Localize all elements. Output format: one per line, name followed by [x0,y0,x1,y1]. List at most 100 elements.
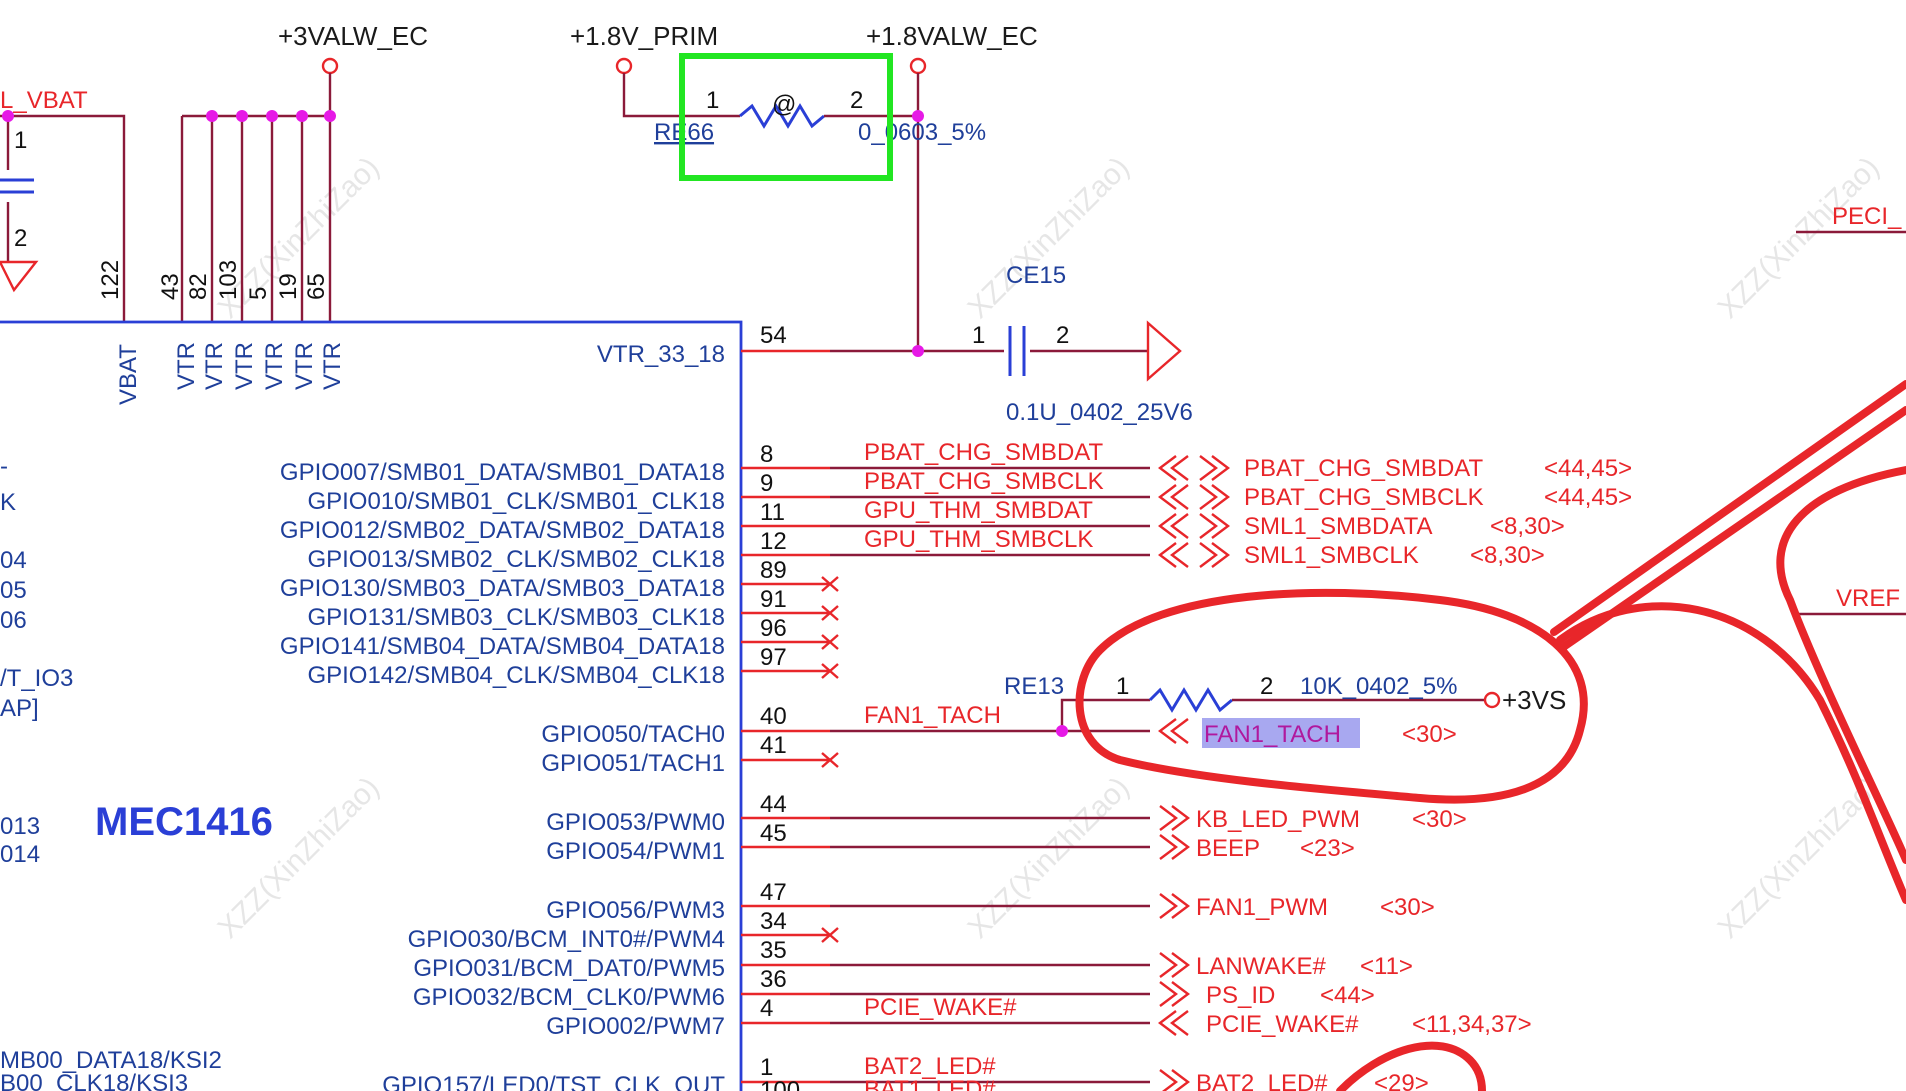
offpage-net: SML1_SMBDATA [1244,513,1433,540]
pin-name: GPIO030/BCM_INT0#/PWM4 [408,926,725,953]
truncated-pin-name: AP] [0,695,39,722]
power-label-3valw-ec: +3VALW_EC [278,21,428,51]
re66-block: 1 2 @ RE66 0_0603_5% [615,53,986,351]
re13-resistor-symbol [1148,687,1233,713]
nc-pin-stub [741,663,839,679]
pin-number: 5 [245,287,272,300]
re66-resistor-symbol [739,103,825,129]
net-label: GPU_THM_SMBDAT [864,497,1093,524]
power-label-3vs: +3VS [1502,685,1566,715]
pin-number: 41 [760,732,787,759]
net-label-vref: VREF [1836,585,1900,612]
offpage-connector-symbol [1158,484,1230,510]
ce15-capacitor-symbol [1008,326,1026,376]
pin-number: 103 [215,260,242,300]
partial-circle-annotation [1336,1041,1486,1091]
power-label-1v8valw-ec: +1.8VALW_EC [866,21,1038,51]
junction-dot [1056,725,1068,737]
re66-pin1: 1 [706,87,719,114]
ground-symbol [1146,320,1182,382]
pin-name: VTR [261,342,288,390]
re13-ref: RE13 [1004,673,1064,700]
offpage-connector-symbol [1159,893,1190,919]
pin-number: 122 [97,260,124,300]
vbat-net-label: L_VBAT [0,87,88,114]
net-label-peci: PECI_ [1832,203,1902,230]
top-pin-names: VBAT VTR VTR VTR VTR VTR VTR [115,342,346,405]
re13-pin2: 2 [1260,673,1273,700]
pin-name: GPIO013/SMB02_CLK/SMB02_CLK18 [307,546,725,573]
re66-pin2: 2 [850,87,863,114]
pin-number: 89 [760,557,787,584]
offpage-connector-symbol [1158,455,1230,481]
net-label: BAT2_LED# [864,1053,996,1080]
offpage-ref: <44,45> [1544,484,1632,511]
re13-value: 10K_0402_5% [1300,673,1457,700]
pin-name: GPIO141/SMB04_DATA/SMB04_DATA18 [280,633,725,660]
truncated-pin-name: - [0,453,8,480]
pin-number: 65 [303,273,330,300]
offpage-net: PS_ID [1206,982,1275,1009]
offpage-net: BAT2_LED# [1196,1070,1328,1091]
offpage-ref: <11> [1360,953,1413,980]
left-cap-pin2: 2 [14,225,27,252]
pin-name: GPIO032/BCM_CLK0/PWM6 [413,984,725,1011]
offpage-net: PCIE_WAKE# [1206,1011,1359,1038]
offpage-connector-symbol [1158,1010,1189,1036]
pin-name: VTR [201,342,228,390]
pin-name: GPIO031/BCM_DAT0/PWM5 [413,955,725,982]
re66-value: 0_0603_5% [858,119,986,146]
power-port-3vs [1483,691,1501,709]
pin-name: GPIO051/TACH1 [541,750,725,777]
pin-name: GPIO131/SMB03_CLK/SMB03_CLK18 [307,604,725,631]
truncated-pin-name: /T_IO3 [0,665,73,692]
top-pin-numbers: 122 43 82 103 5 19 65 [97,260,330,300]
pin-number: 8 [760,441,773,468]
curve-annotation [1556,602,1906,904]
offpage-ref: <30> [1412,806,1467,833]
chip-body-outline [0,320,743,1091]
offpage-connector-symbol [1158,718,1189,744]
ground-symbol [0,260,39,293]
offpage-net: SML1_SMBCLK [1244,542,1419,569]
offpage-connector-symbol [1158,542,1230,568]
pin-name: GPIO050/TACH0 [541,721,725,748]
pin-name: VTR [173,342,200,390]
pin-number: 9 [760,470,773,497]
net-label: GPU_THM_SMBCLK [864,526,1093,553]
net-label: BAT1_LED# [864,1076,996,1091]
selection-highlight [1202,718,1360,748]
pin-name: VTR [231,342,258,390]
offpage-connectors [1158,455,1230,1091]
re13-wire-left [1060,698,1150,731]
pin-name: GPIO010/SMB01_CLK/SMB01_CLK18 [307,488,725,515]
watermark: XZZ(XinZhiZao) [212,771,386,945]
vtr-pin-wires [180,116,332,322]
left-cap-pin1: 1 [14,127,27,154]
pin-name: GPIO142/SMB04_CLK/SMB04_CLK18 [307,662,725,689]
pin-number: 82 [185,273,212,300]
pin-name: GPIO053/PWM0 [546,809,725,836]
pin-number: 19 [275,273,302,300]
net-label: PBAT_CHG_SMBDAT [864,439,1103,466]
nc-pin-stub [741,576,839,592]
re13-block: +3VS RE13 1 2 10K_0402_5% [1004,673,1566,737]
pin-name: VBAT [115,344,142,405]
pin-name: GPIO002/PWM7 [546,1013,725,1040]
vtr-rail [180,57,339,322]
pin-number: 34 [760,908,787,935]
power-label-1v8-prim: +1.8V_PRIM [570,21,718,51]
gpio-pins: GPIO007/SMB01_DATA/SMB01_DATA18 8 PBAT_C… [280,439,1150,1091]
watermark: XZZ(XinZhiZao) [1712,151,1886,325]
chip-name: MEC1416 [95,800,273,844]
ce15-value: 0.1U_0402_25V6 [1006,399,1193,426]
nc-pin-stub [741,605,839,621]
offpage-connector-symbol [1159,805,1190,831]
vbat-wire [0,114,126,322]
pin-number: 47 [760,879,787,906]
ce15-ref: CE15 [1006,262,1066,289]
net-label: FAN1_TACH [864,702,1001,729]
ce15-pin1: 1 [972,322,985,349]
arrow-line-annotation [1550,380,1906,636]
pin-number: 11 [760,499,785,526]
